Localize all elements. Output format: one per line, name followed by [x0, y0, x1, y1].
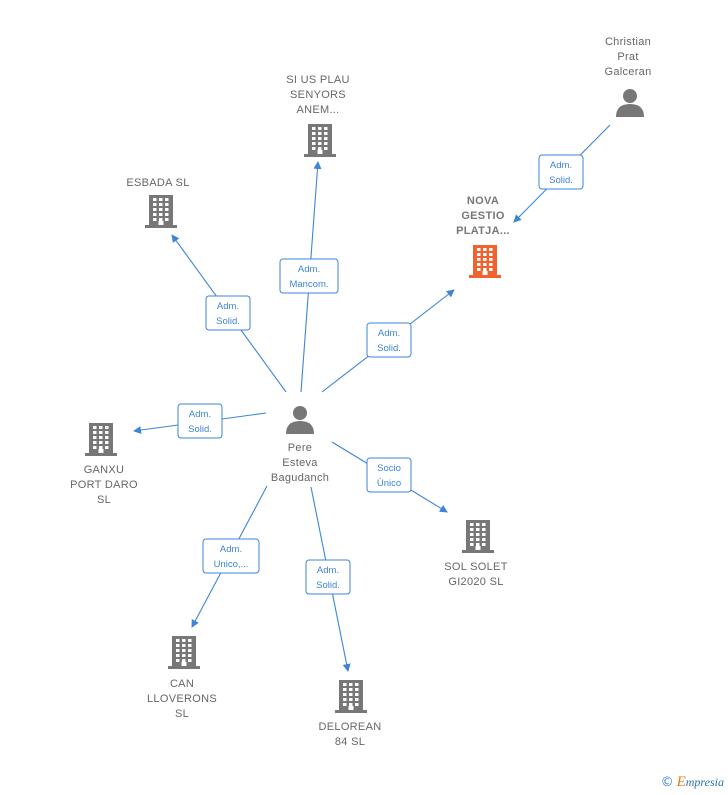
node-label: LLOVERONS [147, 693, 217, 705]
role-badge-box [177, 403, 223, 439]
role-badge-text: Solid. [188, 424, 212, 435]
node-label: Pere [288, 442, 312, 454]
role-badge-box [279, 258, 339, 294]
node-delorean[interactable]: DELOREAN 84 SL [319, 680, 382, 748]
role-badge-pere-esbada[interactable]: Adm. Solid. [205, 295, 251, 331]
node-label: PLATJA... [456, 225, 510, 237]
node-label: Christian [605, 36, 651, 48]
node-label: GI2020 SL [448, 576, 503, 588]
node-label: Prat [617, 51, 638, 63]
node-label: PORT DARO [70, 479, 138, 491]
role-badge-box [366, 457, 412, 493]
role-badge-text: Solid. [316, 580, 340, 591]
role-badge-text: Solid. [549, 175, 573, 186]
node-label: SI US PLAU [286, 74, 350, 86]
role-badge-pere-nova[interactable]: Adm. Solid. [366, 322, 412, 358]
role-badge-box [305, 559, 351, 595]
role-badge-text: Adm. [189, 409, 211, 420]
role-badge-text: Adm. [220, 544, 242, 555]
node-label: Bagudanch [271, 472, 329, 484]
copyright-icon: © [660, 775, 674, 790]
node-label: SOL SOLET [444, 561, 507, 573]
brand-initial: E [676, 774, 686, 790]
person-icon [616, 89, 644, 117]
role-badge-text: Adm. [298, 264, 320, 275]
node-nova[interactable]: NOVA GESTIO PLATJA... [456, 195, 510, 278]
node-label: DELOREAN [319, 721, 382, 733]
building-icon [168, 636, 200, 669]
node-label: 84 SL [335, 736, 365, 748]
node-solsolet[interactable]: SOL SOLET GI2020 SL [444, 520, 507, 588]
node-label: SL [175, 708, 189, 720]
role-badge-pere-canlloverons[interactable]: Adm. Unico,... [202, 538, 260, 574]
node-label: CAN [170, 678, 194, 690]
building-icon [335, 680, 367, 713]
node-label: SENYORS [290, 89, 346, 101]
role-badge-text: Mancom. [289, 279, 328, 290]
role-badge-box [538, 154, 584, 190]
node-label: GANXU [84, 464, 125, 476]
node-label: Galceran [604, 66, 651, 78]
role-badge-text: Adm. [550, 160, 572, 171]
role-badge-text: Unico,... [214, 559, 249, 570]
node-esbada[interactable]: ESBADA SL [126, 177, 189, 228]
brand-rest: mpresia [685, 775, 724, 789]
node-label: NOVA [467, 195, 499, 207]
node-label: ESBADA SL [126, 177, 189, 189]
node-label: Esteva [282, 457, 318, 469]
node-canlloverons[interactable]: CAN LLOVERONS SL [147, 636, 217, 720]
role-badge-box [202, 538, 260, 574]
role-badge-text: Socio [377, 463, 401, 474]
role-badge-box [205, 295, 251, 331]
role-badge-text: Solid. [216, 316, 240, 327]
role-badge-text: Adm. [378, 328, 400, 339]
role-badge-text: Solid. [377, 343, 401, 354]
role-badge-pere-ganxu[interactable]: Adm. Solid. [177, 403, 223, 439]
building-icon [462, 520, 494, 553]
role-badge-text: Adm. [217, 301, 239, 312]
building-icon [85, 423, 117, 456]
node-label: SL [97, 494, 111, 506]
node-ganxu[interactable]: GANXU PORT DARO SL [70, 423, 138, 506]
node-siusplau[interactable]: SI US PLAU SENYORS ANEM... [286, 74, 350, 157]
role-badge-box [366, 322, 412, 358]
role-badge-christian-nova[interactable]: Adm. Solid. [538, 154, 584, 190]
node-label: GESTIO [461, 210, 505, 222]
role-badge-text: Único [377, 478, 401, 489]
building-icon [304, 124, 336, 157]
person-icon [286, 406, 314, 434]
building-icon [145, 195, 177, 228]
role-badge-text: Adm. [317, 565, 339, 576]
role-badge-pere-delorean[interactable]: Adm. Solid. [305, 559, 351, 595]
node-label: ANEM... [296, 104, 339, 116]
empresia-watermark: © Empresia [661, 774, 724, 791]
building-icon [469, 245, 501, 278]
role-badge-pere-siusplau[interactable]: Adm. Mancom. [279, 258, 339, 294]
